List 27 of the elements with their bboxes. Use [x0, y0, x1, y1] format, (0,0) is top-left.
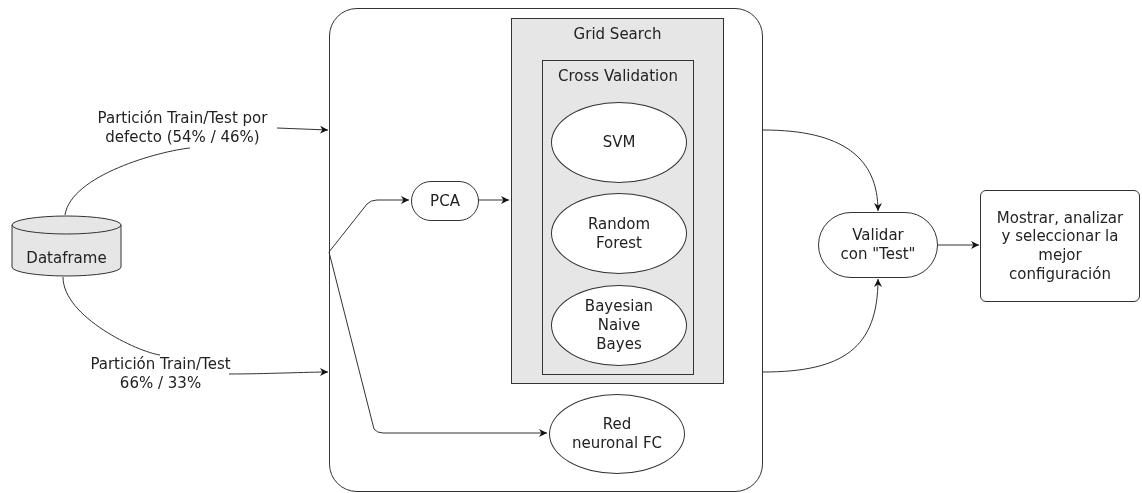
pipeline-container: [329, 8, 763, 492]
node-text: Mostrar, analizar y seleccionar la mejor configuración: [995, 208, 1125, 284]
arrow: [228, 368, 329, 377]
connector-line: [64, 147, 191, 216]
arrow: [328, 196, 410, 253]
cross-validation-panel: [542, 60, 694, 375]
panel-heading: Grid Search: [573, 24, 662, 45]
arrow: [937, 241, 980, 249]
process-pill: [411, 181, 479, 221]
node-text: Validar con "Test": [839, 226, 917, 264]
partition-label: Partición Train/Test 66% / 33%: [78, 352, 243, 396]
node-text: Red neuronal FC: [572, 415, 662, 453]
arrow: [762, 129, 882, 212]
panel-heading: Cross Validation: [558, 66, 678, 87]
partition-label: Partición Train/Test por defecto (54% / 46%): [80, 100, 285, 156]
node-text: Random Forest: [586, 214, 652, 253]
arrow: [477, 196, 510, 204]
grid-search-panel: [511, 18, 724, 384]
node-text: SVM: [602, 133, 636, 152]
node-text: Bayesian Naive Bayes: [583, 297, 655, 354]
arrow: [276, 125, 329, 134]
process-box: [980, 190, 1140, 302]
node-text: Dataframe: [26, 247, 107, 269]
arrow: [328, 251, 548, 437]
node-text: PCA: [430, 190, 460, 212]
connector-line: [62, 276, 161, 356]
arrow: [762, 278, 882, 373]
